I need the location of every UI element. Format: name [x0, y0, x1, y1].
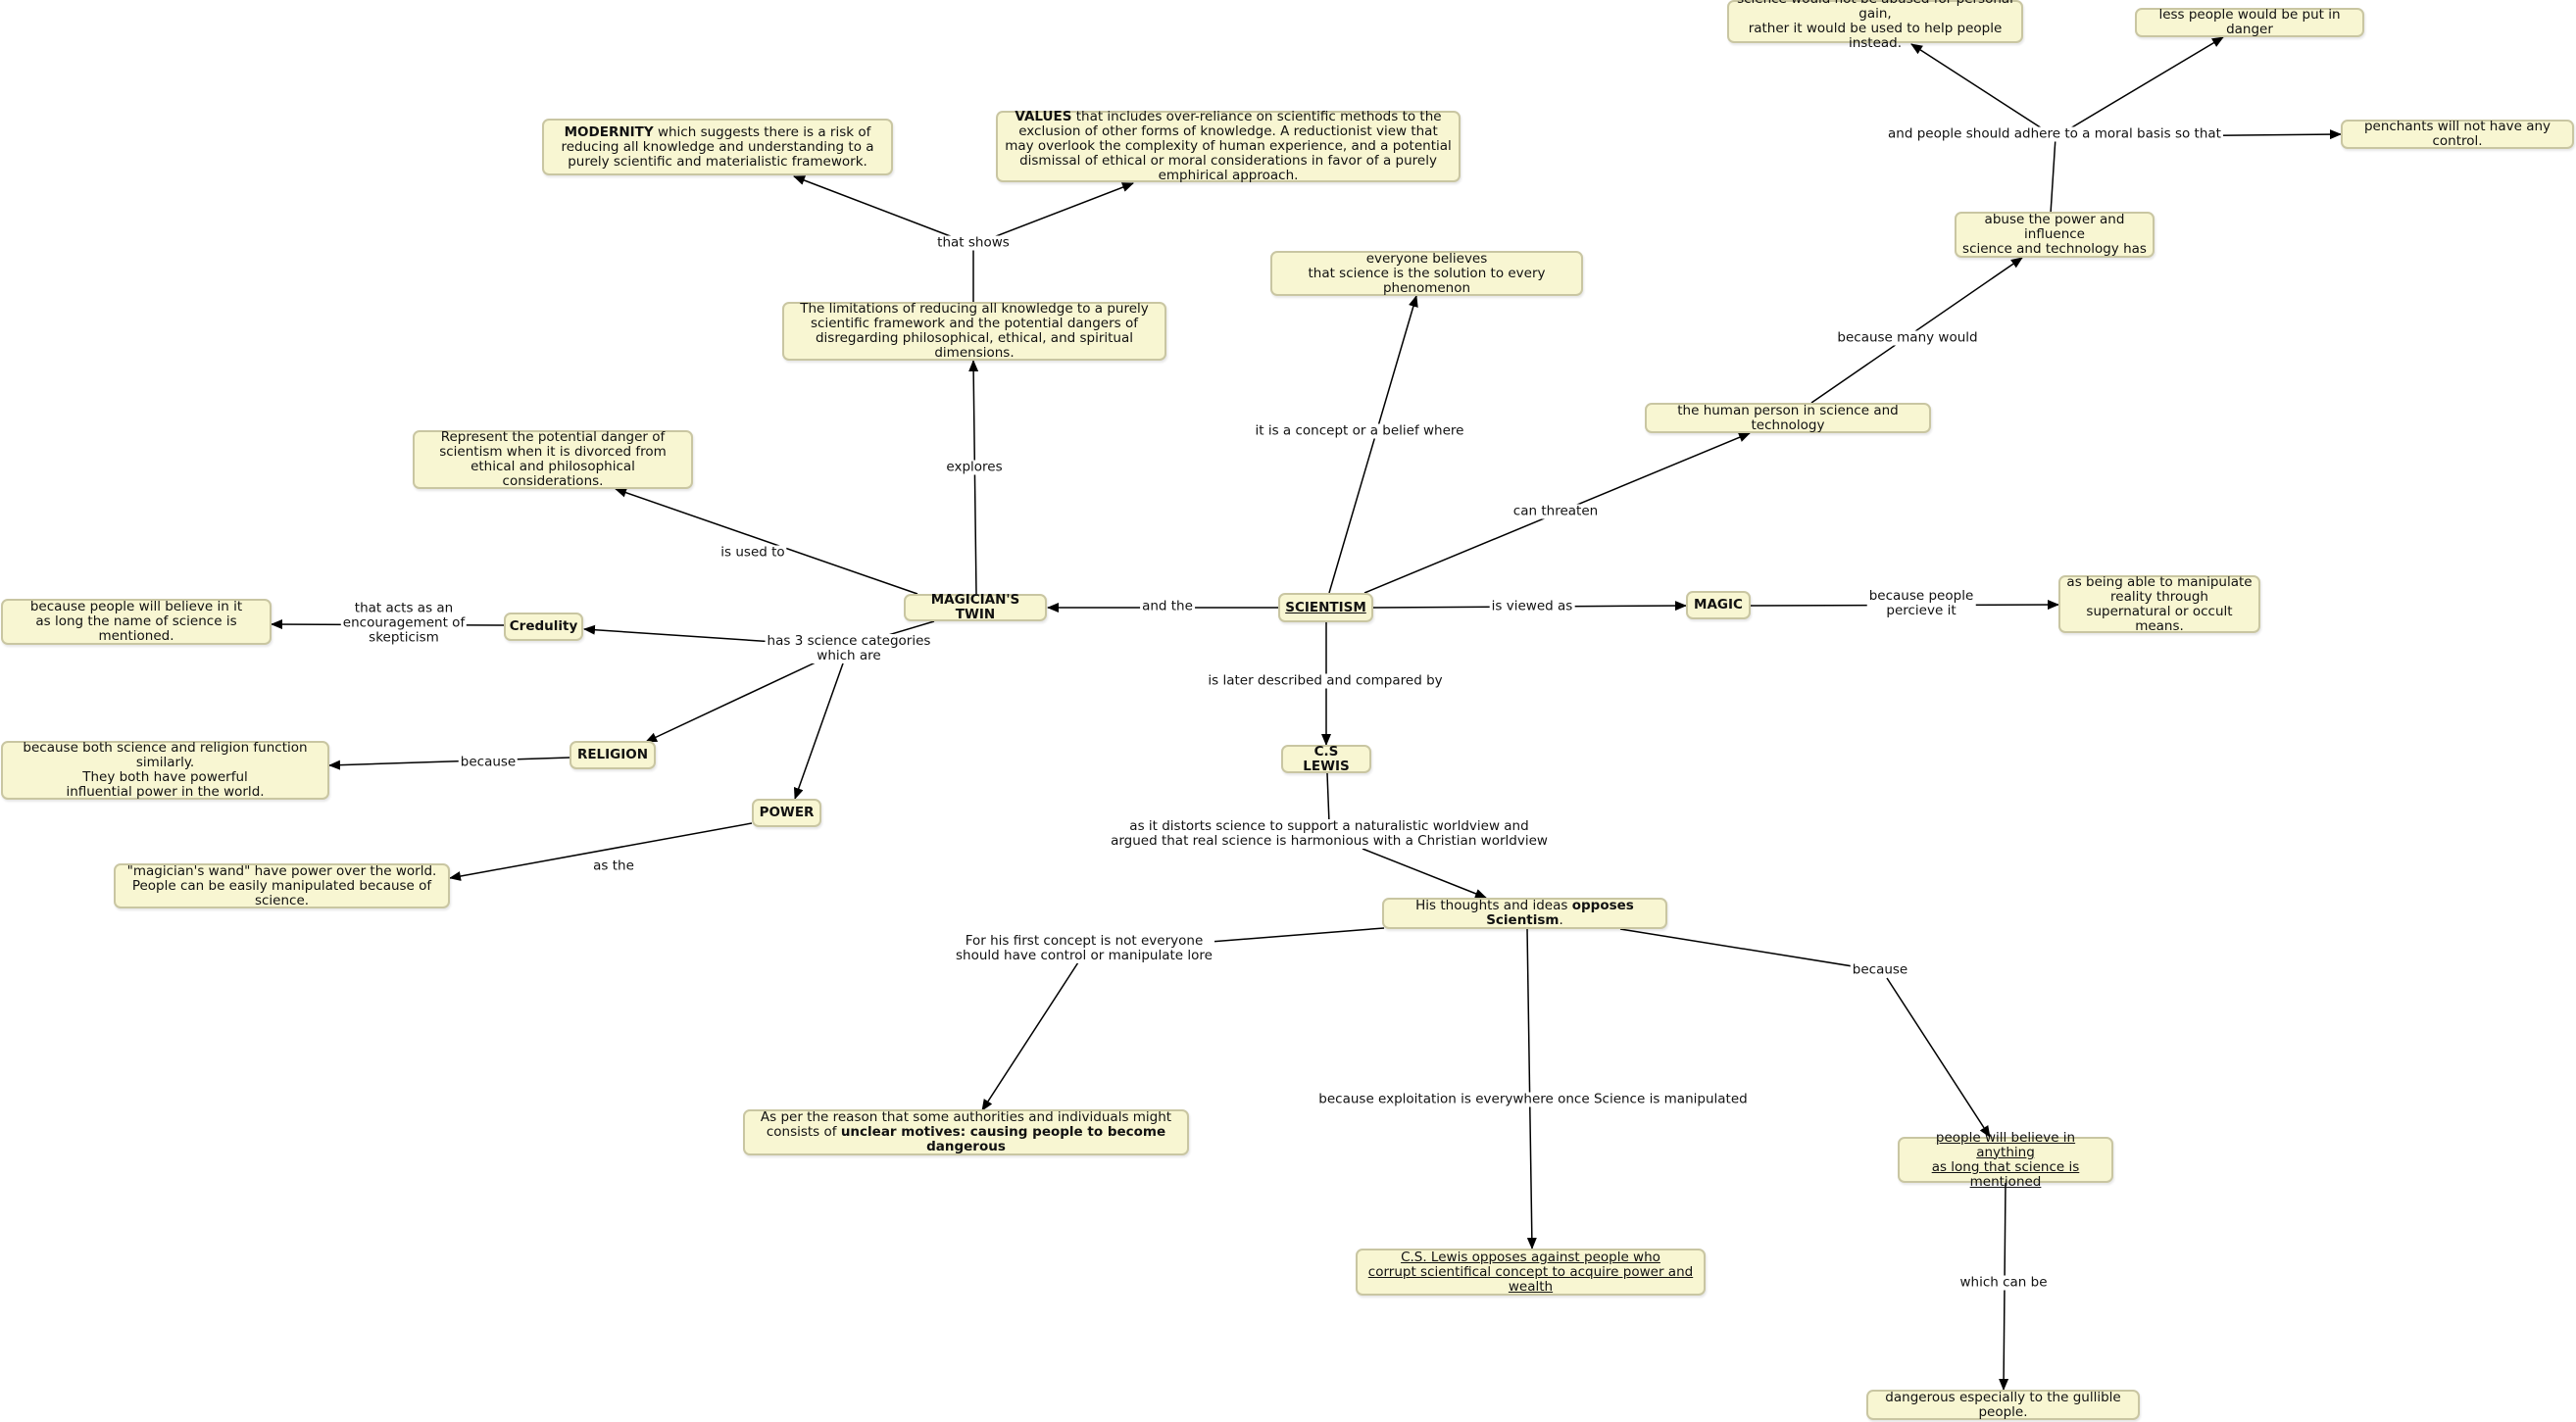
label-first-concept: For his first concept is not everyone sh… — [954, 933, 1214, 963]
node-believe-in-it[interactable]: because people will believe in it as lon… — [1, 599, 272, 645]
node-both-function[interactable]: because both science and religion functi… — [1, 741, 329, 800]
node-represent-danger[interactable]: Represent the potential danger of scient… — [413, 430, 693, 489]
authorities-keyword: unclear motives: causing people to becom… — [840, 1124, 1166, 1154]
edge-thoughts-to-opposes — [1526, 927, 1537, 1250]
edge-power-to-wand — [449, 822, 753, 881]
label-is-viewed-as: is viewed as — [1489, 598, 1575, 614]
node-power[interactable]: POWER — [752, 799, 821, 827]
label-because-thoughts: because — [1850, 961, 1910, 978]
node-credulity[interactable]: Credulity — [504, 613, 583, 641]
node-gullible[interactable]: dangerous especially to the gullible peo… — [1866, 1390, 2140, 1420]
node-human-person[interactable]: the human person in science and technolo… — [1645, 403, 1931, 433]
modernity-keyword: MODERNITY — [564, 123, 654, 140]
edge-twin-to-represent — [615, 487, 918, 595]
node-penchants[interactable]: penchants will not have any control. — [2341, 120, 2574, 149]
node-manipulate-reality[interactable]: as being able to manipulate reality thro… — [2058, 574, 2260, 633]
label-and-the: and the — [1140, 598, 1195, 614]
node-science-not-abused[interactable]: science would not be abused for personal… — [1727, 0, 2023, 51]
edge-scientism-to-everyone — [1328, 295, 1418, 594]
modernity-text: which suggests there is a risk of reduci… — [561, 123, 874, 170]
thoughts-text: His thoughts and ideas — [1415, 898, 1572, 913]
edge-distorts-to-thoughts — [1362, 848, 1487, 899]
node-limitations[interactable]: The limitations of reducing all knowledg… — [782, 302, 1166, 361]
label-later-described: is later described and compared by — [1206, 672, 1445, 689]
edge-shows-to-values — [972, 182, 1134, 246]
edge-twin-to-limitations — [968, 360, 979, 595]
node-authorities[interactable]: As per the reason that some authorities … — [743, 1109, 1189, 1155]
authorities-pre: consists of — [766, 1124, 841, 1140]
node-magicians-twin[interactable]: MAGICIAN'S TWIN — [904, 593, 1047, 622]
node-cs-opposes[interactable]: C.S. Lewis opposes against people who co… — [1356, 1249, 1706, 1296]
label-is-used-to: is used to — [718, 544, 787, 561]
node-religion[interactable]: RELIGION — [570, 741, 656, 769]
label-exploitation: because exploitation is everywhere once … — [1316, 1091, 1750, 1107]
node-modernity[interactable]: MODERNITY which suggests there is a risk… — [542, 119, 893, 175]
thoughts-end: . — [1559, 912, 1563, 928]
node-everyone-believes[interactable]: everyone believes that science is the so… — [1270, 251, 1583, 296]
edge-lewis-to-distorts — [1326, 772, 1330, 824]
node-cs-lewis[interactable]: C.S LEWIS — [1281, 744, 1371, 773]
edge-human-to-abuse — [1810, 257, 2023, 404]
label-because-people-percieve: because people percieve it — [1866, 588, 1976, 618]
label-can-threaten: can threaten — [1511, 503, 1601, 519]
node-magicians-wand[interactable]: "magician's wand" have power over the wo… — [114, 863, 450, 908]
edge-categories-to-power — [793, 646, 850, 800]
label-moral-basis: and people should adhere to a moral basi… — [1886, 125, 2223, 142]
node-less-people-danger[interactable]: less people would be put in danger — [2135, 8, 2364, 37]
edge-first-to-authorities — [981, 961, 1079, 1111]
thoughts-keyword: opposes Scientism — [1486, 898, 1634, 928]
node-values[interactable]: VALUES that includes over-reliance on sc… — [996, 109, 1461, 183]
label-because-many: because many would — [1835, 329, 1980, 346]
label-explores: explores — [944, 459, 1005, 475]
edge-moral-to-not-abused — [1910, 43, 2056, 138]
node-scientism[interactable]: SCIENTISM — [1278, 593, 1373, 622]
node-thoughts-opposes[interactable]: His thoughts and ideas opposes Scientism… — [1382, 898, 1667, 929]
edge-shows-to-modernity — [793, 175, 974, 246]
label-three-categories: has 3 science categories which are — [765, 633, 933, 663]
values-keyword: VALUES — [1015, 109, 1072, 124]
label-distorts: as it distorts science to support a natu… — [1109, 818, 1550, 849]
label-as-the: as the — [591, 858, 636, 874]
edge-because-to-people — [1886, 977, 1991, 1138]
label-encouragement: that acts as an encouragement of skeptic… — [340, 600, 468, 646]
edge-thoughts-to-because — [1619, 928, 1878, 971]
edge-abuse-to-moral — [2050, 136, 2056, 215]
values-text: that includes over-reliance on scientifi… — [1005, 109, 1452, 183]
node-people-believe[interactable]: people will believe in anything as long … — [1898, 1130, 2113, 1189]
edge-religion-to-both — [328, 757, 570, 770]
edge-thoughts-to-first — [1197, 927, 1385, 944]
node-abuse-power[interactable]: abuse the power and influence science an… — [1955, 212, 2155, 258]
edge-moral-to-less-danger — [2055, 36, 2224, 138]
label-that-shows: that shows — [935, 234, 1012, 251]
node-magic[interactable]: MAGIC — [1686, 591, 1751, 619]
label-which-can-be: which can be — [1957, 1274, 2050, 1291]
authorities-line1: As per the reason that some authorities … — [760, 1109, 1172, 1125]
label-because-religion: because — [458, 754, 519, 770]
label-concept-belief: it is a concept or a belief where — [1253, 422, 1466, 439]
